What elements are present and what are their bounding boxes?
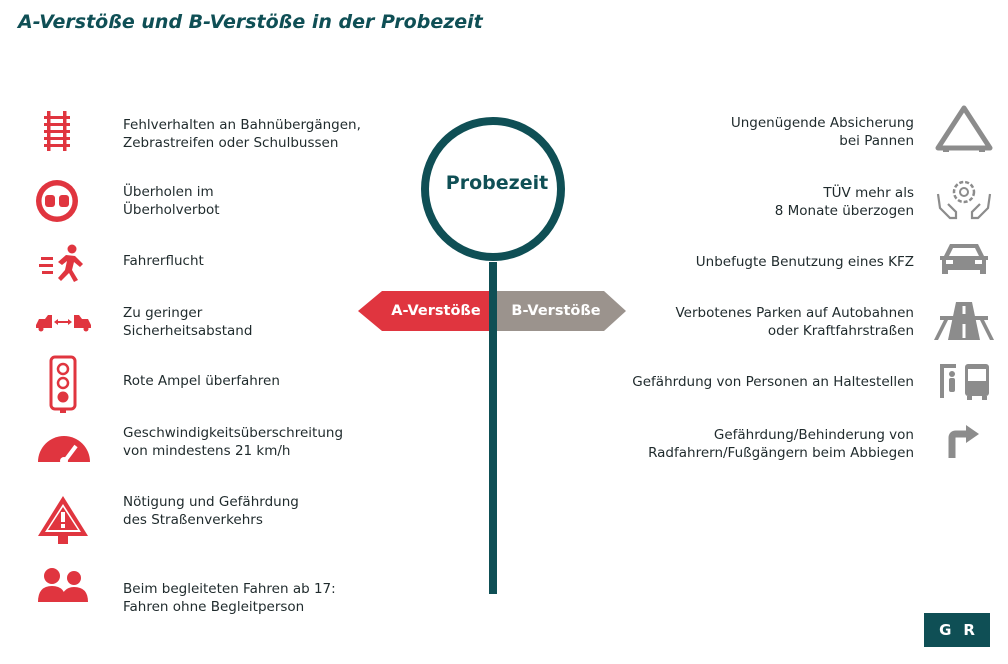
b-item-text-line: Verbotenes Parken auf Autobahnen (675, 305, 914, 321)
turn-right-arrow-icon (934, 422, 994, 468)
traffic-light-icon (36, 355, 92, 416)
a-item-text-line: Überholverbot (123, 202, 220, 218)
people-icon (36, 566, 92, 612)
a-item-text-line: des Straßenverkehrs (123, 512, 263, 528)
warning-triangle-icon (36, 494, 92, 546)
b-item-text-line: Unbefugte Benutzung eines KFZ (695, 254, 914, 270)
b-item-text-line: Gefährdung/Behinderung von (713, 427, 914, 443)
b-item-text-line: TÜV mehr als (823, 185, 914, 201)
car-distance-icon (36, 298, 92, 344)
car-front-icon (934, 238, 994, 284)
running-person-icon (36, 242, 92, 288)
warning-reflector-icon (934, 105, 994, 152)
a-item-text-line: Überholen im (123, 184, 214, 200)
a-item-text-line: Zebrastreifen oder Schulbussen (123, 135, 339, 151)
a-item-text-line: Zu geringer (123, 305, 203, 321)
a-item-text-line: Fehlverhalten an Bahnübergängen, (123, 117, 361, 133)
bus-stop-icon (934, 360, 994, 406)
b-item-text-line: Ungenügende Absicherung (730, 115, 914, 131)
no-overtaking-icon (36, 178, 92, 224)
a-item-text-line: Fahren ohne Begleitperson (123, 599, 305, 615)
railroad-crossing-icon (36, 108, 92, 154)
a-verstoesse-label: A-Verstöße (391, 303, 481, 319)
b-item-text-line: 8 Monate überzogen (774, 203, 914, 219)
b-item-text-line: Radfahrern/Fußgängern beim Abbiegen (648, 445, 914, 461)
speedometer-icon (36, 424, 92, 470)
a-item-text-line: Fahrerflucht (123, 253, 204, 269)
logo-letter-g: G (939, 621, 952, 639)
b-item-text-line: Gefährdung von Personen an Haltestellen (632, 374, 914, 390)
a-item-text-line: Beim begleiteten Fahren ab 17: (123, 581, 336, 597)
page-title: A-Verstöße und B-Verstöße in der Probeze… (18, 11, 483, 33)
a-item-text-line: Nötigung und Gefährdung (123, 494, 299, 510)
highway-icon (934, 298, 994, 344)
b-item-text-line: bei Pannen (839, 133, 914, 149)
gr-logo: G R (924, 613, 990, 647)
a-item-text-line: Sicherheitsabstand (123, 323, 253, 339)
b-item-text-line: oder Kraftfahrstraßen (767, 323, 914, 339)
gear-hands-icon (934, 176, 994, 222)
probezeit-label: Probezeit (445, 172, 549, 194)
logo-letter-r: R (963, 621, 975, 639)
a-item-text-line: von mindestens 21 km/h (123, 443, 291, 459)
b-verstoesse-label: B-Verstöße (511, 303, 601, 319)
a-item-text-line: Geschwindigkeitsüberschreitung (123, 425, 344, 441)
a-item-text-line: Rote Ampel überfahren (123, 373, 280, 389)
